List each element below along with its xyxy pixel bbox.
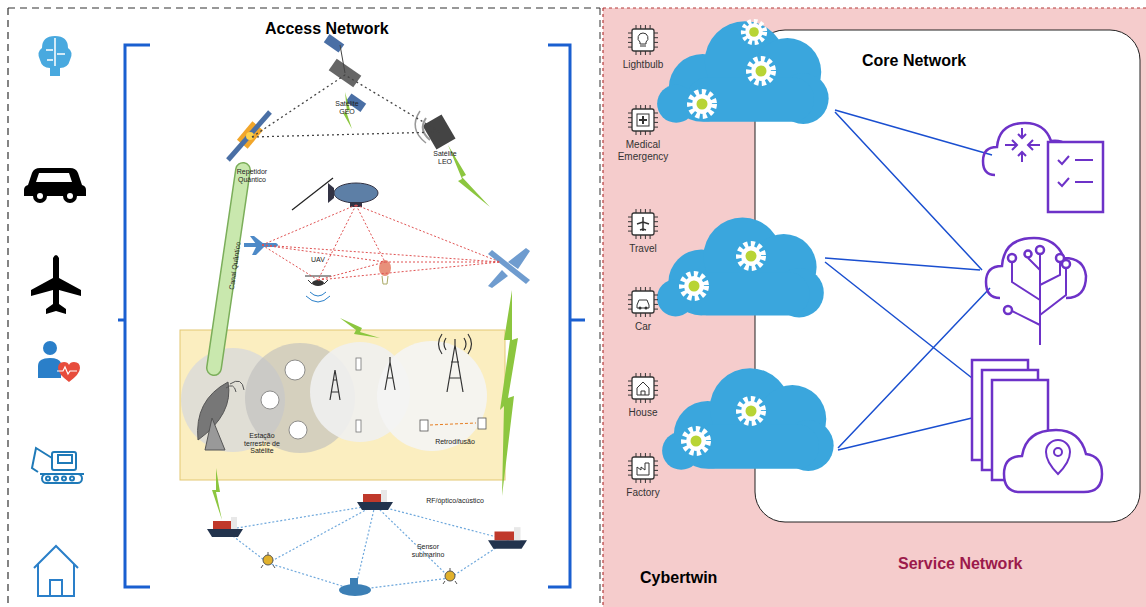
chip-icon	[627, 286, 659, 318]
chip-icon	[627, 208, 659, 240]
person-icon	[38, 341, 80, 382]
plane-icon	[31, 255, 81, 314]
device-label: Medical Emergency	[611, 139, 675, 162]
chip-icon	[627, 452, 659, 484]
device-chip: Lightbulb	[621, 24, 666, 71]
towers	[330, 334, 472, 400]
car-icon	[24, 168, 86, 203]
device-label: Lightbulb	[623, 59, 664, 71]
excavator-icon	[32, 448, 84, 483]
illustration-label: Satélite LEO	[428, 150, 462, 165]
chip-icon	[627, 24, 659, 56]
panel-title: Service Network	[898, 555, 1023, 573]
network-panel: Access Network	[8, 8, 600, 607]
illustration-label: Repetidor Quântico	[232, 168, 272, 183]
illustration-label: Retrodifusão	[430, 438, 480, 446]
device-chip: Factory	[621, 452, 665, 499]
illustration-label: UAV	[307, 256, 329, 264]
network-panel: Cybertwin Service Network Core Network Ligh…	[603, 8, 1146, 607]
chip-icon	[627, 372, 659, 404]
chip-icon	[627, 104, 659, 136]
satellite-dish	[198, 381, 244, 450]
illustration-label: RF/óptico/acústico	[420, 497, 490, 505]
device-label: House	[629, 407, 658, 419]
quantum-repeater	[228, 112, 270, 160]
plane-large	[488, 248, 530, 288]
house-icon	[34, 546, 78, 596]
device-label: Travel	[629, 243, 656, 255]
device-chip: Travel	[621, 208, 665, 255]
illustration-label: Sensor submarino	[408, 543, 448, 558]
illustration-label: Canal Quântico	[227, 236, 243, 296]
submarine	[339, 578, 371, 596]
device-chip: Car	[621, 286, 665, 333]
core-icons	[972, 123, 1103, 492]
device-label: Factory	[626, 487, 659, 499]
device-chip: Medical Emergency	[609, 104, 677, 162]
core-network-box: Core Network	[755, 30, 1140, 522]
device-chip: House	[621, 372, 665, 419]
illustration-label: Estação terrestre de Satélite	[240, 432, 284, 455]
panel-title: Access Network	[265, 20, 389, 38]
satellite-leo	[415, 111, 455, 150]
illustration-label: Satélite GEO	[330, 100, 364, 115]
brain-icon	[38, 36, 71, 76]
box-title: Core Network	[862, 52, 966, 70]
airship	[328, 183, 378, 207]
device-label: Car	[635, 321, 651, 333]
panel-title: Cybertwin	[640, 569, 717, 587]
